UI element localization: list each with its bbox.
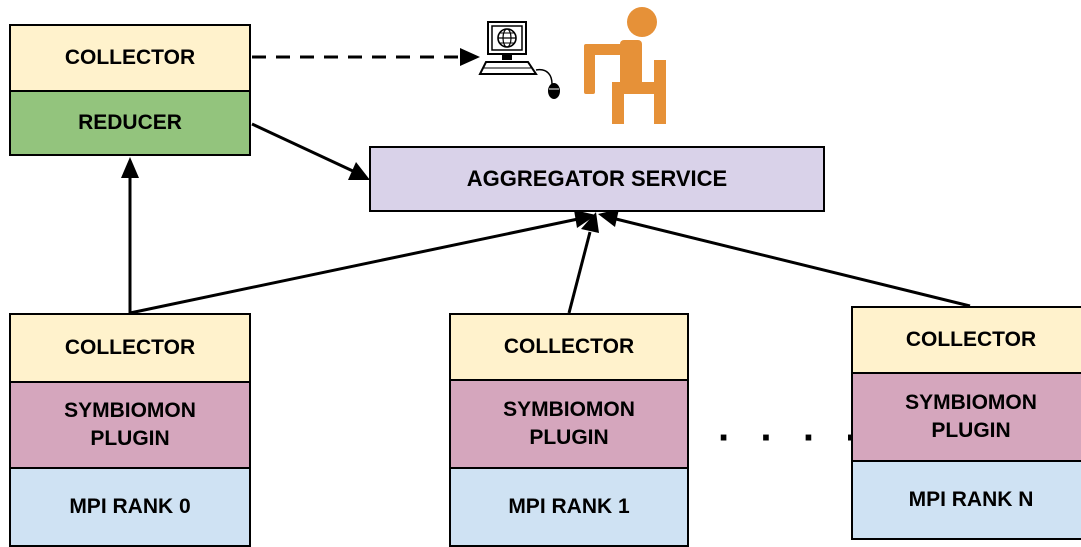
aggregator-service-box: AGGREGATOR SERVICE (369, 146, 825, 212)
rank0-collector-box: COLLECTOR (9, 313, 251, 383)
rank1-mpi-label: MPI RANK 1 (508, 494, 630, 518)
reducer-box: REDUCER (9, 90, 251, 156)
arrow-reducer-to-aggregator (251, 122, 370, 180)
seated-user-icon (584, 7, 666, 124)
top-collector-label: COLLECTOR (64, 45, 196, 69)
rankN-plugin-label-line2: PLUGIN (931, 419, 1011, 442)
arrow-rank0-to-aggregator (129, 210, 596, 315)
rankN-mpi-box: MPI RANK N (851, 460, 1081, 540)
rankN-collector-box: COLLECTOR (851, 306, 1081, 374)
rank0-plugin-label-line1: SYMBIOMON (64, 398, 196, 422)
reducer-label: REDUCER (78, 110, 182, 134)
rank1-plugin-label-line1: SYMBIOMON (503, 397, 635, 421)
rank0-plugin-label-line2: PLUGIN (90, 427, 170, 450)
rankN-plugin-label-line1: SYMBIOMON (905, 390, 1037, 414)
rank0-collector-label: COLLECTOR (64, 335, 196, 359)
rank1-collector-box: COLLECTOR (449, 313, 689, 381)
arrow-rank1-to-aggregator (567, 212, 599, 314)
aggregator-label: AGGREGATOR SERVICE (466, 166, 728, 192)
rank1-plugin-box: SYMBIOMON PLUGIN (449, 379, 689, 469)
rankN-mpi-label: MPI RANK N (908, 487, 1034, 511)
arrow-rank0-to-reducer (121, 157, 139, 313)
rank0-mpi-box: MPI RANK 0 (9, 467, 251, 547)
rankN-plugin-box: SYMBIOMON PLUGIN (851, 372, 1081, 462)
computer-globe-icon (478, 21, 560, 99)
rank0-plugin-box: SYMBIOMON PLUGIN (9, 381, 251, 469)
rank1-mpi-box: MPI RANK 1 (449, 467, 689, 547)
arrow-rankN-to-aggregator (598, 209, 971, 308)
rank0-mpi-label: MPI RANK 0 (69, 494, 191, 518)
rank1-plugin-label-line2: PLUGIN (529, 426, 609, 449)
rankN-collector-label: COLLECTOR (905, 327, 1037, 351)
dashed-arrow-to-user (252, 48, 480, 66)
rank1-collector-label: COLLECTOR (503, 334, 635, 358)
top-collector-box: COLLECTOR (9, 24, 251, 92)
